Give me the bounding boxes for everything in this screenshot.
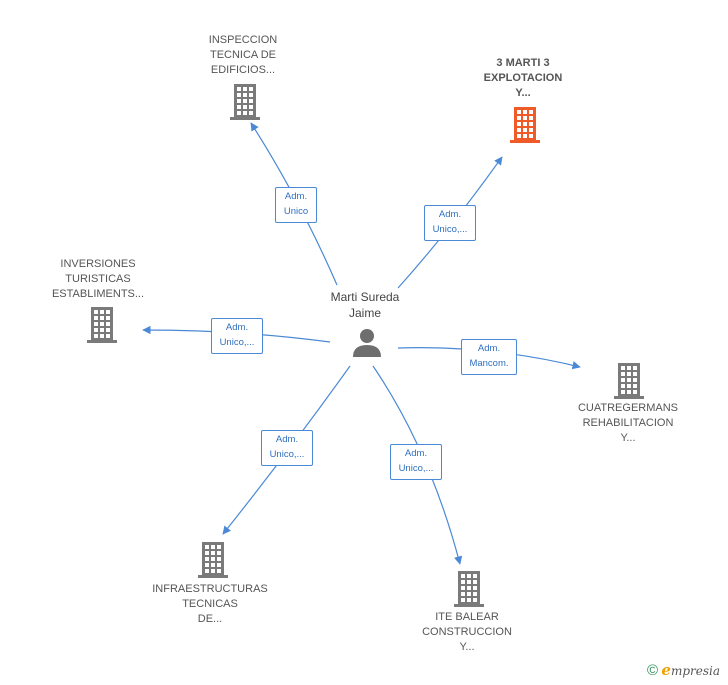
- building-icon[interactable]: [196, 541, 230, 579]
- building-icon[interactable]: [228, 83, 262, 121]
- company-node-infraestructuras[interactable]: INFRAESTRUCTURAS TECNICAS DE...: [145, 582, 275, 627]
- role-badge[interactable]: Adm. Unico,...: [261, 430, 313, 466]
- person-name[interactable]: Marti Sureda Jaime: [330, 290, 400, 320]
- role-text: Adm. Unico,...: [432, 209, 468, 235]
- person-icon[interactable]: [352, 327, 384, 359]
- role-text: Adm. Mancom.: [469, 343, 509, 369]
- company-node-cuatregermans[interactable]: CUATREGERMANS REHABILITACION Y...: [563, 401, 693, 446]
- role-badge[interactable]: Adm. Unico: [275, 187, 317, 223]
- company-label: INVERSIONES TURISTICAS ESTABLIMENTS...: [51, 258, 145, 300]
- role-badge[interactable]: Adm. Unico,...: [424, 205, 476, 241]
- company-label: CUATREGERMANS REHABILITACION Y...: [577, 402, 679, 444]
- role-text: Adm. Unico: [283, 191, 309, 217]
- copyright-symbol: ©: [646, 662, 659, 679]
- empresia-watermark: © empresia: [647, 661, 720, 679]
- company-node-inversiones[interactable]: INVERSIONES TURISTICAS ESTABLIMENTS...: [43, 257, 153, 302]
- role-badge[interactable]: Adm. Unico,...: [211, 318, 263, 354]
- company-label: INFRAESTRUCTURAS TECNICAS DE...: [152, 583, 268, 625]
- company-label: 3 MARTI 3 EXPLOTACION Y...: [483, 57, 563, 99]
- brand-logo: empresia: [661, 661, 720, 679]
- role-text: Adm. Unico,...: [398, 448, 434, 474]
- company-label: INSPECCION TECNICA DE EDIFICIOS...: [208, 34, 278, 76]
- company-node-marti3[interactable]: 3 MARTI 3 EXPLOTACION Y...: [468, 56, 578, 101]
- company-node-inspeccion[interactable]: INSPECCION TECNICA DE EDIFICIOS...: [188, 33, 298, 78]
- role-badge[interactable]: Adm. Mancom.: [461, 339, 517, 375]
- role-text: Adm. Unico,...: [269, 434, 305, 460]
- building-icon-highlight[interactable]: [508, 106, 542, 144]
- building-icon[interactable]: [612, 362, 646, 400]
- company-label: ITE BALEAR CONSTRUCCION Y...: [422, 611, 512, 653]
- company-node-itebalear[interactable]: ITE BALEAR CONSTRUCCION Y...: [406, 610, 528, 655]
- building-icon[interactable]: [85, 306, 119, 344]
- role-text: Adm. Unico,...: [219, 322, 255, 348]
- building-icon[interactable]: [452, 570, 486, 608]
- role-badge[interactable]: Adm. Unico,...: [390, 444, 442, 480]
